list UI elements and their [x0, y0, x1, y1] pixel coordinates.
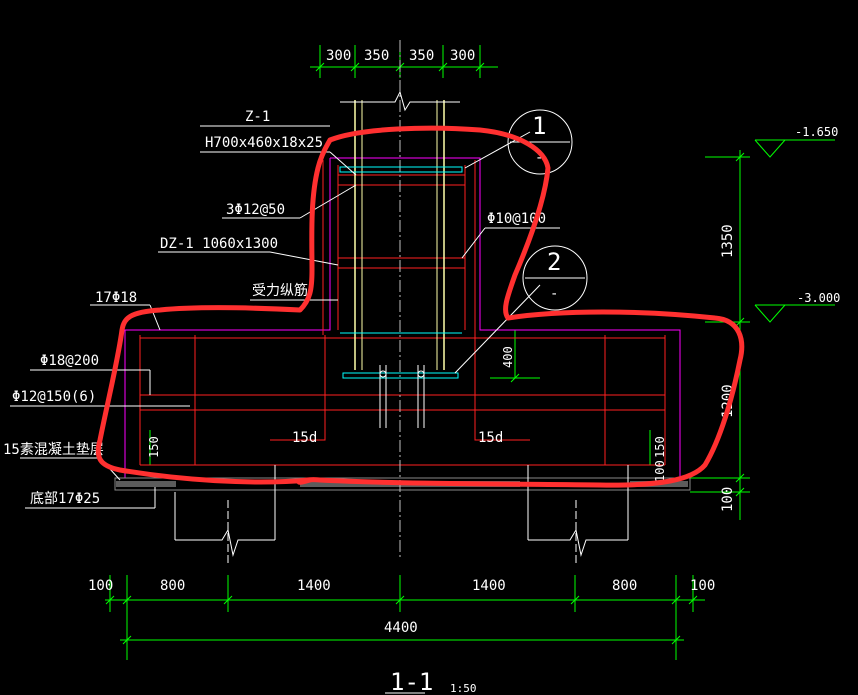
steel-plates — [339, 166, 463, 379]
section-mark-2-sub: - — [550, 286, 558, 302]
anchor-bolts — [379, 365, 425, 428]
drawing-scale: 1:50 — [450, 682, 477, 695]
right-dim-100: 100 — [720, 487, 736, 512]
section-title: 1-1 — [390, 668, 433, 695]
bottom-dim-4: 1400 — [472, 578, 506, 594]
level-mid: -3.000 — [797, 291, 840, 305]
label-z1-size: H700x460x18x25 — [205, 135, 323, 151]
right-100: 100 — [653, 460, 667, 482]
bottom-dim-3: 1400 — [297, 578, 331, 594]
anchor-15d-right: 15d — [478, 430, 503, 446]
section-mark-2 — [522, 245, 588, 311]
label-17phi18: 17Φ18 — [95, 290, 137, 306]
section-mark-2-num: 2 — [547, 248, 561, 276]
hand-drawn-markup — [95, 125, 745, 488]
section-mark-1-sub: - — [535, 150, 543, 166]
label-cushion: 15素混凝土垫层 — [3, 442, 104, 458]
label-phi18: Φ18@200 — [40, 353, 99, 369]
left-150: 150 — [147, 436, 161, 458]
level-top: -1.650 — [795, 125, 838, 139]
step-400: 400 — [501, 346, 515, 368]
label-phi10: Φ10@100 — [487, 211, 546, 227]
piles — [174, 465, 629, 565]
top-dim-1: 300 — [326, 48, 351, 64]
steel-column-z1 — [340, 40, 460, 560]
top-dim-2: 350 — [364, 48, 389, 64]
top-dim-4: 300 — [450, 48, 475, 64]
label-stirrup: 3Φ12@50 — [226, 202, 285, 218]
label-bottom-bars: 底部17Φ25 — [30, 491, 100, 507]
bottom-dim-2: 800 — [160, 578, 185, 594]
label-z1: Z-1 — [245, 109, 270, 125]
bottom-dim-6: 100 — [690, 578, 715, 594]
label-phi12: Φ12@150(6) — [12, 389, 96, 405]
right-150: 150 — [653, 436, 667, 458]
label-dz1: DZ-1 1060x1300 — [160, 236, 278, 252]
anchor-15d-left: 15d — [292, 430, 317, 446]
section-mark-1-num: 1 — [532, 112, 546, 140]
bottom-dim-5: 800 — [612, 578, 637, 594]
right-dim-1350: 1350 — [720, 224, 736, 258]
concrete-outline — [114, 157, 691, 491]
top-dim-3: 350 — [409, 48, 434, 64]
label-main-bars: 受力纵筋 — [252, 282, 308, 299]
bottom-dim-1: 100 — [88, 578, 113, 594]
total-width: 4400 — [384, 620, 418, 636]
